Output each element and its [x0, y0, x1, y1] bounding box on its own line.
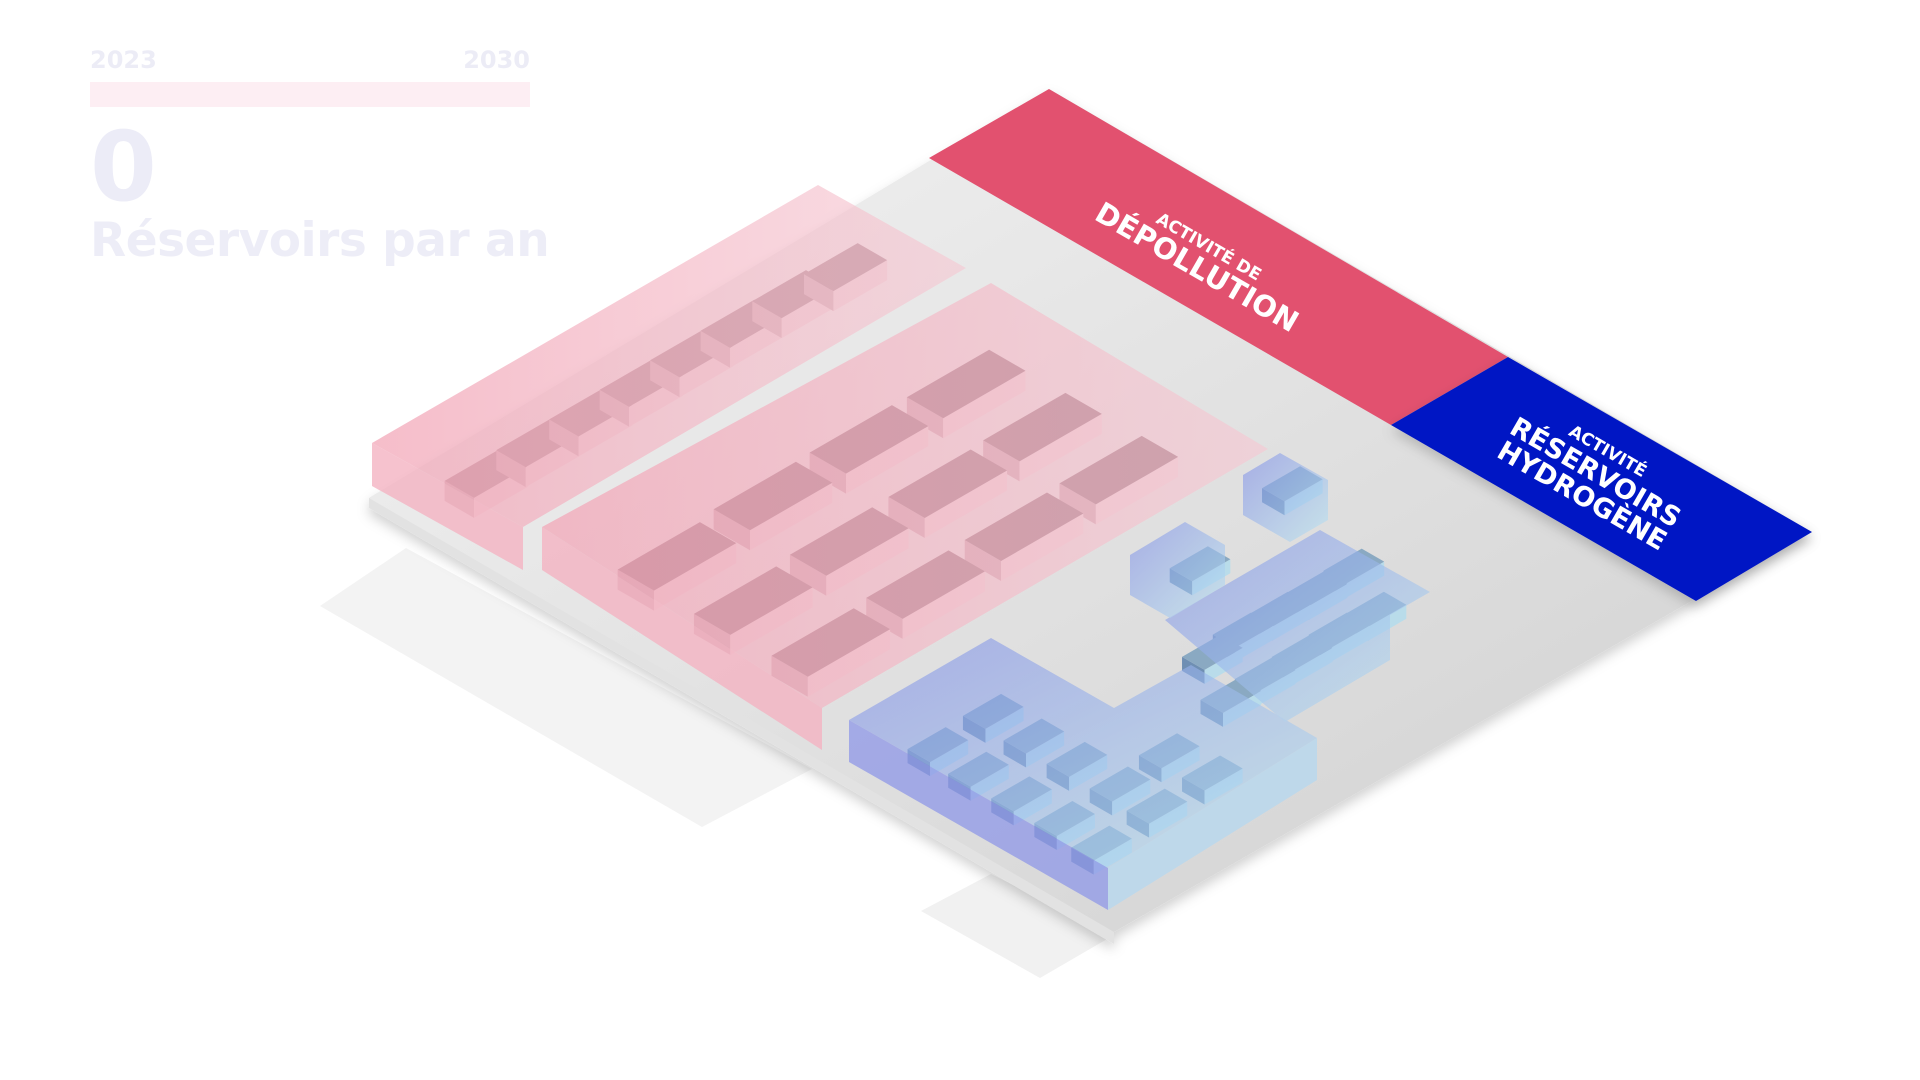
reservoir-counter-value: 0: [90, 111, 157, 223]
depollution-building-1: [372, 185, 966, 527]
depollution-building-1-side: [372, 443, 523, 570]
depollution-building-2: [542, 283, 1268, 708]
hydrogen-buildings: [849, 453, 1430, 910]
timeline-overlay: 2023 2030 0 Réservoirs par an: [90, 46, 550, 268]
ground-slab-bottom: [921, 874, 1114, 978]
depollution-building-2-side: [542, 527, 822, 750]
zone-band-hydrogen: [1391, 357, 1812, 601]
timeline-end-year: 2030: [463, 46, 530, 74]
zone-band-depollution: [929, 89, 1508, 425]
timeline-progress-bar: [90, 82, 530, 107]
timeline-start-year: 2023: [90, 46, 157, 74]
ground-slab-left: [320, 548, 812, 827]
reservoir-counter-label: Réservoirs par an: [90, 213, 550, 268]
